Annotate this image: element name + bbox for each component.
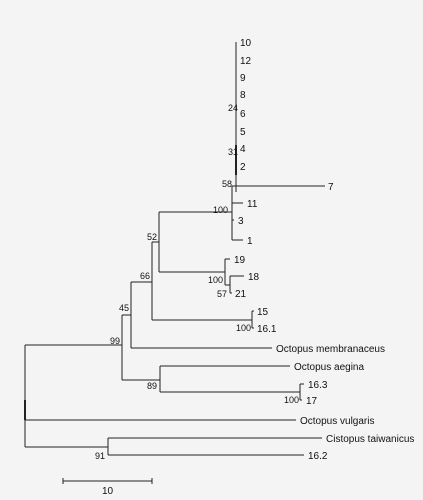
leaf-label-2: 2 <box>240 162 246 173</box>
bootstrap-24: 24 <box>228 103 238 113</box>
bootstrap-57: 57 <box>217 289 227 299</box>
bootstrap-91: 91 <box>95 451 105 461</box>
leaf-label-21: 21 <box>235 289 247 300</box>
leaf-labels: 10 12 9 8 6 5 4 2 7 11 3 1 19 18 21 15 1… <box>234 38 414 462</box>
leaf-label-16-3: 16.3 <box>308 380 328 391</box>
leaf-label-16-2: 16.2 <box>308 451 328 462</box>
leaf-label-octopus-aegina: Octopus aegina <box>294 362 364 373</box>
bootstrap-52: 52 <box>147 232 157 242</box>
scale-bar-label: 10 <box>102 486 114 497</box>
leaf-label-octopus-vulgaris: Octopus vulgaris <box>300 416 374 427</box>
bootstrap-66: 66 <box>140 271 150 281</box>
leaf-label-17: 17 <box>306 396 318 407</box>
leaf-label-15: 15 <box>257 307 269 318</box>
leaf-label-10: 10 <box>240 38 252 49</box>
bootstrap-99: 99 <box>110 336 120 346</box>
leaf-label-11: 11 <box>247 199 258 210</box>
bootstrap-100c: 100 <box>236 323 251 333</box>
leaf-label-6: 6 <box>240 109 246 120</box>
leaf-label-19: 19 <box>234 255 246 266</box>
bootstrap-100d: 100 <box>284 395 299 405</box>
bootstrap-45: 45 <box>119 303 129 313</box>
bootstrap-labels: 24 31 58 100 52 100 57 66 100 45 99 89 1… <box>95 103 299 461</box>
bootstrap-89: 89 <box>147 381 157 391</box>
leaf-label-5: 5 <box>240 127 246 138</box>
scale-bar: 10 <box>62 478 153 497</box>
leaf-label-octopus-membranaceus: Octopus membranaceus <box>276 344 385 355</box>
leaf-label-1: 1 <box>247 236 253 247</box>
leaf-label-9: 9 <box>240 73 246 84</box>
leaf-label-7: 7 <box>328 182 334 193</box>
leaf-label-18: 18 <box>248 272 260 283</box>
leaf-label-cistopus-taiwanicus: Cistopus taiwanicus <box>326 434 414 445</box>
bootstrap-100a: 100 <box>213 205 228 215</box>
leaf-label-3: 3 <box>238 216 244 227</box>
leaf-label-12: 12 <box>240 56 252 67</box>
bootstrap-31: 31 <box>228 147 238 157</box>
bootstrap-58: 58 <box>222 179 232 189</box>
tree-branches <box>24 42 325 456</box>
leaf-label-16-1: 16.1 <box>257 324 277 335</box>
leaf-label-8: 8 <box>240 90 246 101</box>
bootstrap-100b: 100 <box>208 275 223 285</box>
leaf-label-4: 4 <box>240 144 246 155</box>
